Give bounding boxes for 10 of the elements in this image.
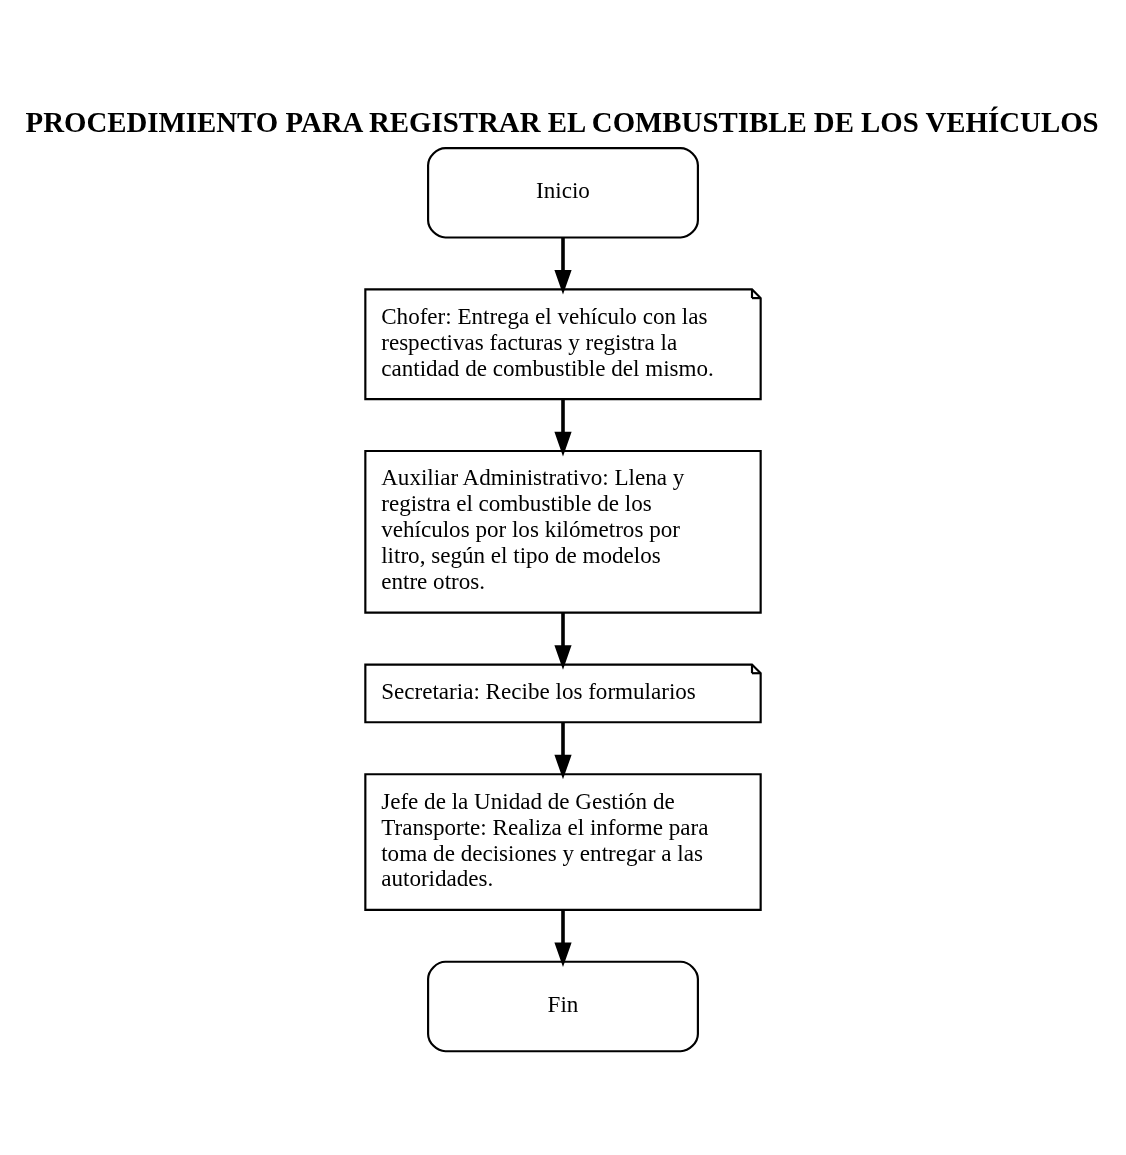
node-box: Fin	[427, 960, 699, 1052]
arrow	[554, 612, 572, 670]
node-box: Inicio	[427, 146, 699, 239]
diagram-title: PROCEDIMIENTO PARA REGISTRAR EL COMBUSTIBLE DE LOS VEHÍCULOS	[25, 105, 1099, 138]
arrow	[554, 237, 572, 295]
arrow	[554, 722, 572, 779]
node-box: Auxiliar Administrativo: Llena y registra el combustible de los vehículos por los kilómetros por litro, según el tipo de modelos entre otros.	[364, 449, 762, 614]
node-box: Jefe de la Unidad de Gestión de Transporte: Realiza el informe para toma de decisiones y entregar a las autoridades.	[364, 772, 762, 911]
arrow	[554, 909, 572, 967]
arrow	[554, 398, 572, 456]
